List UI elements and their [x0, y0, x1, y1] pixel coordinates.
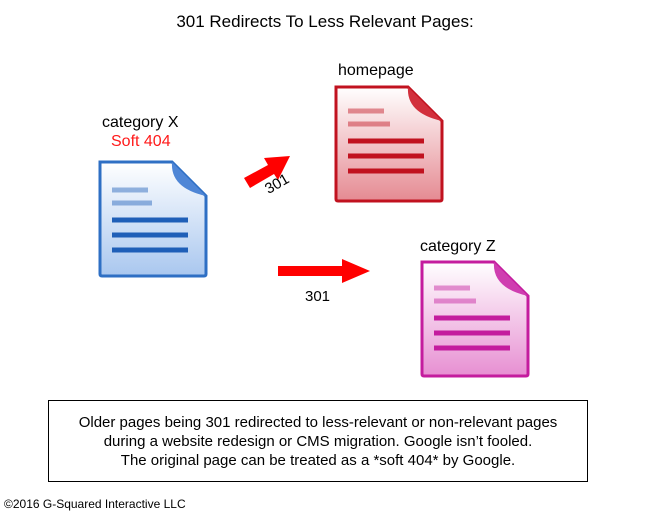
- explanation-line-2: during a website redesign or CMS migrati…: [103, 432, 533, 450]
- homepage-label: homepage: [338, 62, 414, 79]
- redirect-arrow-category-z: [278, 259, 370, 283]
- redirect-arrow-homepage: [244, 156, 290, 188]
- redirect-301-label-category-z: 301: [305, 288, 331, 305]
- explanation-line-1: Older pages being 301 redirected to less…: [78, 413, 558, 431]
- copyright-notice: ©2016 G-Squared Interactive LLC: [4, 497, 186, 511]
- homepage-document-icon: [334, 85, 444, 203]
- source-page-label: category X: [102, 114, 179, 131]
- soft-404-label: Soft 404: [111, 133, 171, 150]
- category-z-document-icon: [420, 260, 530, 378]
- explanation-box: Older pages being 301 redirected to less…: [48, 400, 588, 482]
- diagram-title: 301 Redirects To Less Relevant Pages:: [176, 12, 474, 31]
- source-document-icon: [98, 160, 208, 278]
- category-z-label: category Z: [420, 238, 496, 255]
- explanation-line-3: The original page can be treated as a *s…: [120, 451, 516, 469]
